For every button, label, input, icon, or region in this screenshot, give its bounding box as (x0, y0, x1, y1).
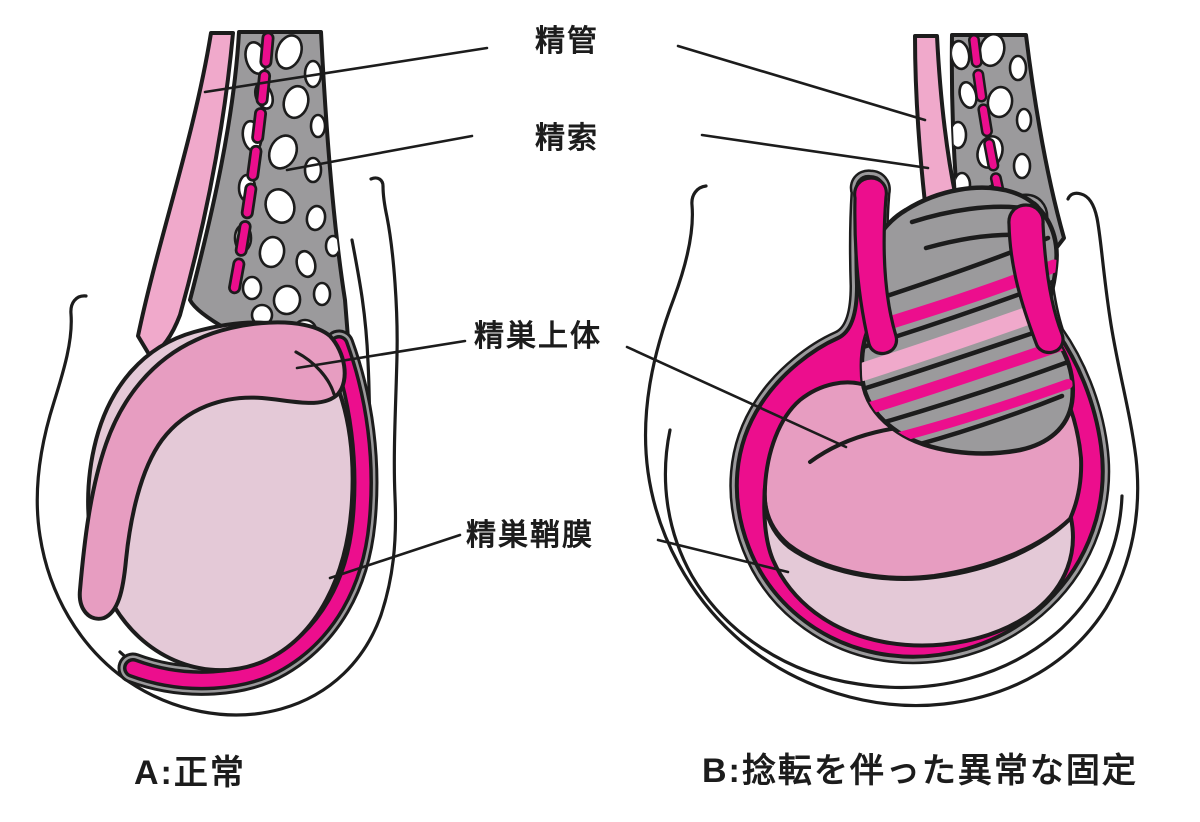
leader-epididymis-left (295, 339, 467, 370)
scrotum-outer-wall (35, 176, 399, 717)
label-spermatic-cord: 精索 (535, 122, 599, 155)
leader-tunica-left (328, 533, 462, 580)
epididymis-left (77, 320, 347, 621)
label-vas-deferens: 精管 (535, 25, 599, 58)
tunica-horn-left (853, 176, 899, 356)
label-tunica-vaginalis: 精巣鞘膜 (466, 519, 594, 552)
leader-vas-deferens-left (203, 46, 489, 94)
label-epididymis: 精巣上体 (474, 320, 602, 353)
leader-lines (203, 44, 930, 580)
leader-spermatic-cord-right (700, 133, 930, 170)
caption-panel-a: A:正常 (134, 754, 246, 792)
tunica-horn-right (1007, 203, 1065, 355)
testis-right (762, 485, 1075, 648)
vas-deferens-duct (229, 34, 272, 300)
scrotum-inner-wall-b (663, 428, 1124, 690)
tunica-vaginalis-crescent (117, 329, 379, 696)
panel-b-torsion (643, 33, 1140, 708)
panel-a-normal (35, 30, 399, 717)
scrotum-outer-wall-b (643, 184, 1140, 708)
leader-epididymis-right (625, 345, 848, 449)
leader-vas-deferens-right (676, 44, 927, 122)
leader-tunica-right (656, 538, 790, 574)
caption-panel-b: B:捻転を伴った異常な固定 (702, 752, 1138, 790)
leader-spermatic-cord-left (285, 134, 474, 172)
epididymis-head-fold (294, 350, 336, 396)
